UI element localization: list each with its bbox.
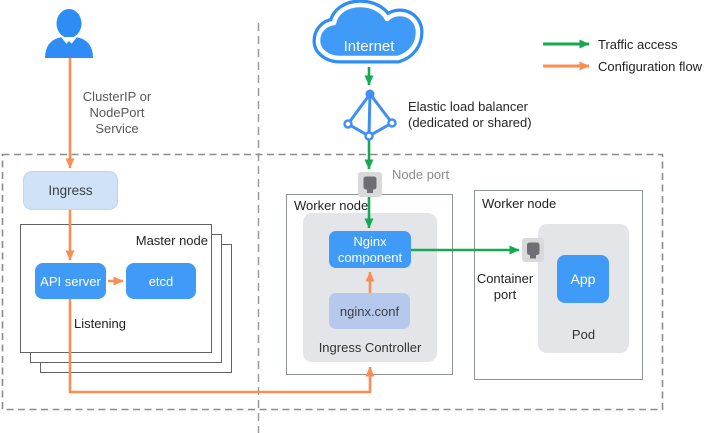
listening-label: Listening: [73, 316, 127, 331]
node-port-label: Node port: [392, 167, 450, 182]
cluster-service-label: ClusterIP or NodePort Service: [82, 89, 152, 136]
pod-label: Pod: [571, 327, 596, 342]
user-icon: [45, 9, 93, 58]
worker-node-right-label: Worker node: [482, 196, 557, 211]
elastic-lb-label: Elastic load balancer (dedicated or shar…: [408, 99, 532, 130]
ingress-box: Ingress: [23, 171, 118, 210]
ingress-controller-label: Ingress Controller: [318, 340, 422, 355]
api-server-box: API server: [35, 263, 106, 299]
worker-node-left-label: Worker node: [294, 198, 369, 213]
container-port-label: Container port: [476, 271, 534, 302]
etcd-box: etcd: [126, 263, 196, 299]
app-box: App: [557, 255, 609, 303]
legend-traffic-access-label: Traffic access: [598, 37, 678, 52]
nginx-conf-box: nginx.conf: [329, 293, 410, 329]
load-balancer-icon: [343, 89, 397, 141]
internet-label: Internet: [343, 38, 395, 55]
master-node-label: Master node: [135, 233, 208, 248]
nginx-component-box: Nginx component: [329, 231, 411, 268]
legend-configuration-flow-label: Configuration flow: [598, 59, 703, 74]
